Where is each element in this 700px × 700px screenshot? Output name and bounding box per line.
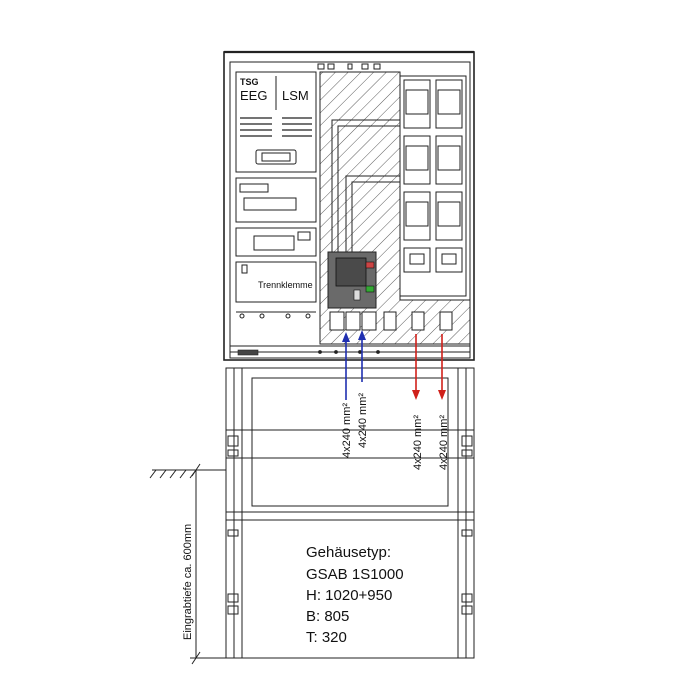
panel-screws	[239, 313, 311, 319]
cabinet-base	[229, 345, 471, 359]
red-cables	[412, 334, 446, 400]
circuit-breaker	[327, 251, 377, 309]
spec-model: GSAB 1S1000	[306, 566, 404, 583]
spec-height: H: 1020+950	[306, 587, 392, 604]
cable-label-red-2: 4x240 mm²	[438, 415, 450, 470]
fuse-base-row	[403, 247, 463, 273]
cable-label-blue-2: 4x240 mm²	[357, 393, 369, 448]
rs-connector-icon	[255, 149, 297, 165]
fuse-row-2	[403, 135, 463, 185]
spec-block: Gehäusetyp: GSAB 1S1000 H: 1020+950 B: 8…	[306, 544, 404, 646]
meter-panels	[235, 71, 317, 319]
fuse-switches	[399, 75, 467, 297]
spec-type-heading: Gehäusetyp:	[306, 544, 391, 561]
terminal-block-icon	[239, 183, 297, 211]
depth-label: Eingrabtiefe ca. 600mm	[182, 524, 194, 640]
blue-cables	[342, 330, 366, 400]
tsg-label: TSG	[240, 77, 259, 87]
terminal-row	[329, 311, 453, 331]
eeg-vent-lines	[240, 117, 312, 137]
cable-label-red-1: 4x240 mm²	[412, 415, 424, 470]
lsm-label: LSM	[282, 88, 309, 103]
ground-line	[149, 469, 226, 479]
cable-label-blue-1: 4x240 mm²	[341, 403, 353, 458]
busbar-lines	[331, 119, 400, 252]
din-rail-device-icon	[253, 231, 311, 251]
depth-dimension	[190, 463, 226, 665]
fuse-row-1	[403, 79, 463, 129]
trennklemme-label: Trennklemme	[258, 280, 313, 290]
spec-depth: T: 320	[306, 629, 347, 646]
lower-base-frame	[225, 367, 475, 659]
spec-width: B: 805	[306, 608, 349, 625]
eeg-label: EEG	[240, 88, 267, 103]
fuse-row-3	[403, 191, 463, 241]
top-fasteners	[317, 63, 381, 70]
